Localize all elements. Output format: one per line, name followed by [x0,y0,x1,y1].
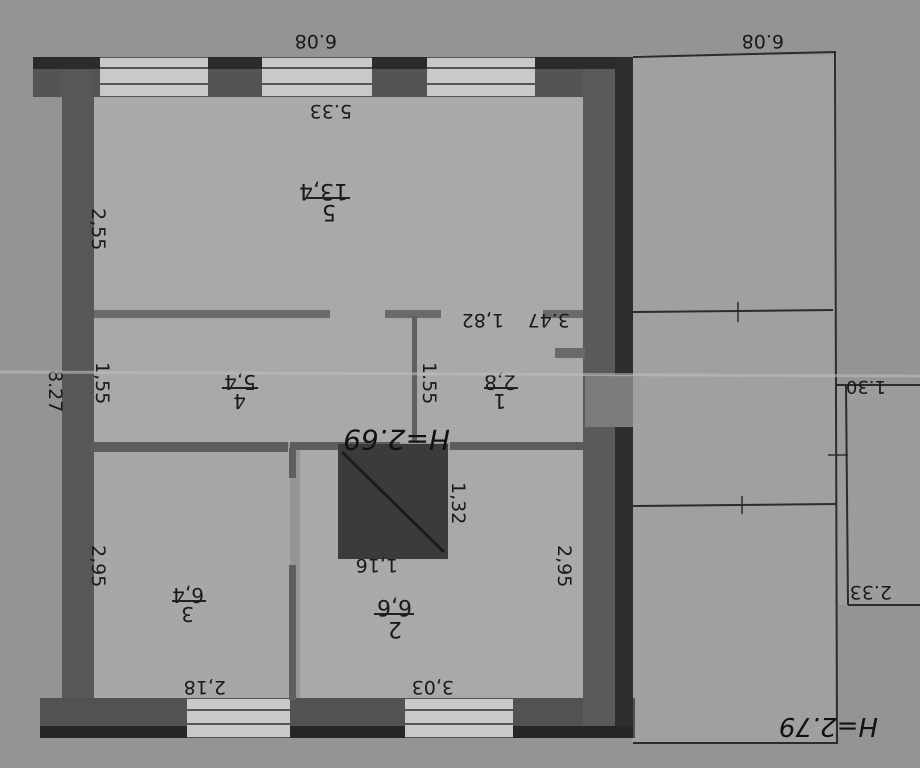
annex-floor [632,55,837,743]
svg-text:5: 5 [322,199,336,224]
svg-text:2: 2 [388,616,402,641]
room-3-floor [80,448,290,698]
room-3-height: 2,95 [87,545,109,587]
top-width-left: 6.08 [295,30,337,52]
room-5-floor [80,95,590,443]
svg-text:6,6: 6,6 [377,594,412,619]
room-1-width: 1,82 [462,309,504,331]
annex [632,50,920,744]
room-5-height: 2,55 [87,208,109,250]
right-annex-partial: 2.33 [850,581,892,603]
svg-text:1: 1 [493,389,506,413]
room-4-width: 3.47 [528,309,570,331]
right-annex-width: 1.30 [846,376,886,397]
stove [338,444,448,559]
stove-width: 1,16 [356,554,398,576]
scan-fold-line [0,370,920,378]
room-5-label: 13,4 5 [299,178,350,224]
svg-text:3: 3 [181,602,194,626]
room-3-width: 2,18 [184,676,226,698]
svg-text:6,4: 6,4 [172,583,204,607]
height-main: H=2.69 [343,423,450,456]
stove-height: 1,32 [447,482,469,524]
room-3-label: 6,4 3 [172,583,206,626]
windows-bottom [40,699,633,738]
wall-left [62,57,94,702]
inner-top-width: 5.33 [310,100,352,122]
room-2-height: 2,95 [553,545,575,587]
room-4-height: 1,55 [91,362,113,404]
left-total-height: 8.27 [44,370,66,412]
svg-text:4: 4 [233,389,246,413]
room-2-width: 3,03 [412,676,454,698]
height-annex: H=2.79 [779,711,878,741]
room-1-height: 1.55 [418,362,440,404]
windows-top [33,57,615,96]
right-annex-floor [835,385,920,605]
top-width-right: 6.08 [742,30,784,52]
room-2-label: 6,6 2 [374,594,414,641]
